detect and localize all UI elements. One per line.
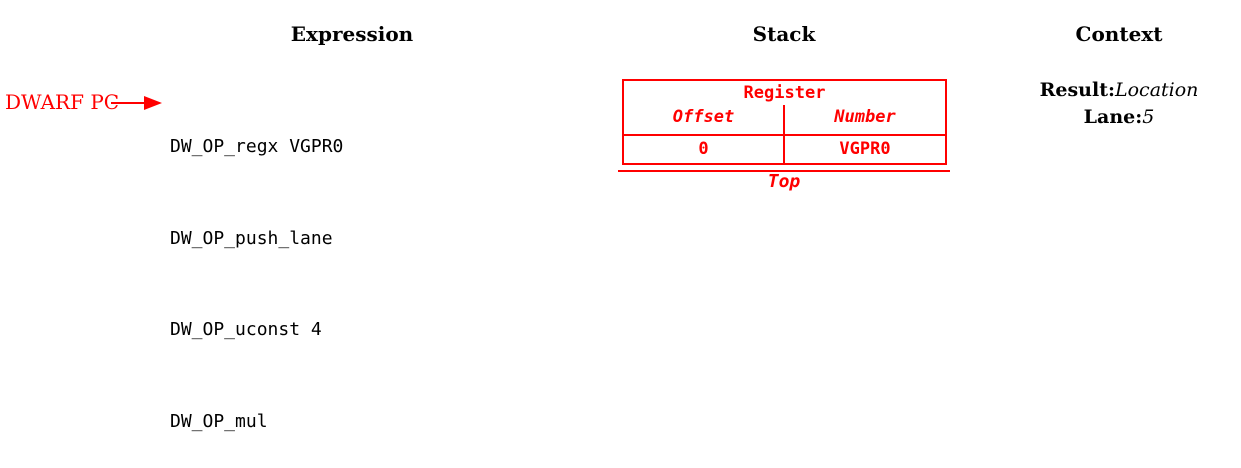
result-label: Result: — [1039, 79, 1115, 101]
lane-label: Lane: — [1083, 106, 1143, 128]
context-lane-row: Lane:5 — [1040, 104, 1199, 131]
context-column-header: Context — [1075, 22, 1163, 46]
dwarf-pc-arrow-line — [111, 102, 146, 104]
number-column-header: Number — [834, 107, 896, 127]
instruction-row: DW_OP_mul — [170, 410, 268, 432]
context-result-row: Result:Location — [1040, 77, 1199, 104]
offset-value: 0 — [698, 139, 709, 159]
dwarf-pc-label: DWARF PC — [5, 90, 120, 114]
dwarf-pc-arrow-icon — [144, 96, 162, 110]
result-value: Location — [1114, 79, 1199, 101]
instruction-row: DW_OP_regx VGPR0 — [170, 136, 344, 157]
stack-entry-box: Register Offset Number 0 VGPR0 — [622, 79, 947, 165]
stack-header-separator — [624, 134, 945, 136]
instruction-row: DW_OP_push_lane — [170, 227, 333, 249]
context-block: Result:Location Lane:5 — [1040, 77, 1199, 131]
instruction-row: DW_OP_uconst 4 — [170, 319, 322, 340]
stack-top-line — [618, 170, 950, 172]
stack-column-header: Stack — [752, 22, 816, 46]
expression-column-header: Expression — [290, 22, 414, 46]
number-value: VGPR0 — [839, 139, 891, 159]
stack-entry-type-label: Register — [743, 83, 826, 103]
stack-top-label: Top — [767, 171, 801, 192]
offset-column-header: Offset — [672, 107, 735, 127]
lane-value: 5 — [1142, 106, 1155, 128]
expression-instruction-list: DW_OP_regx VGPR0 DW_OP_push_lane DW_OP_u… — [170, 71, 343, 468]
